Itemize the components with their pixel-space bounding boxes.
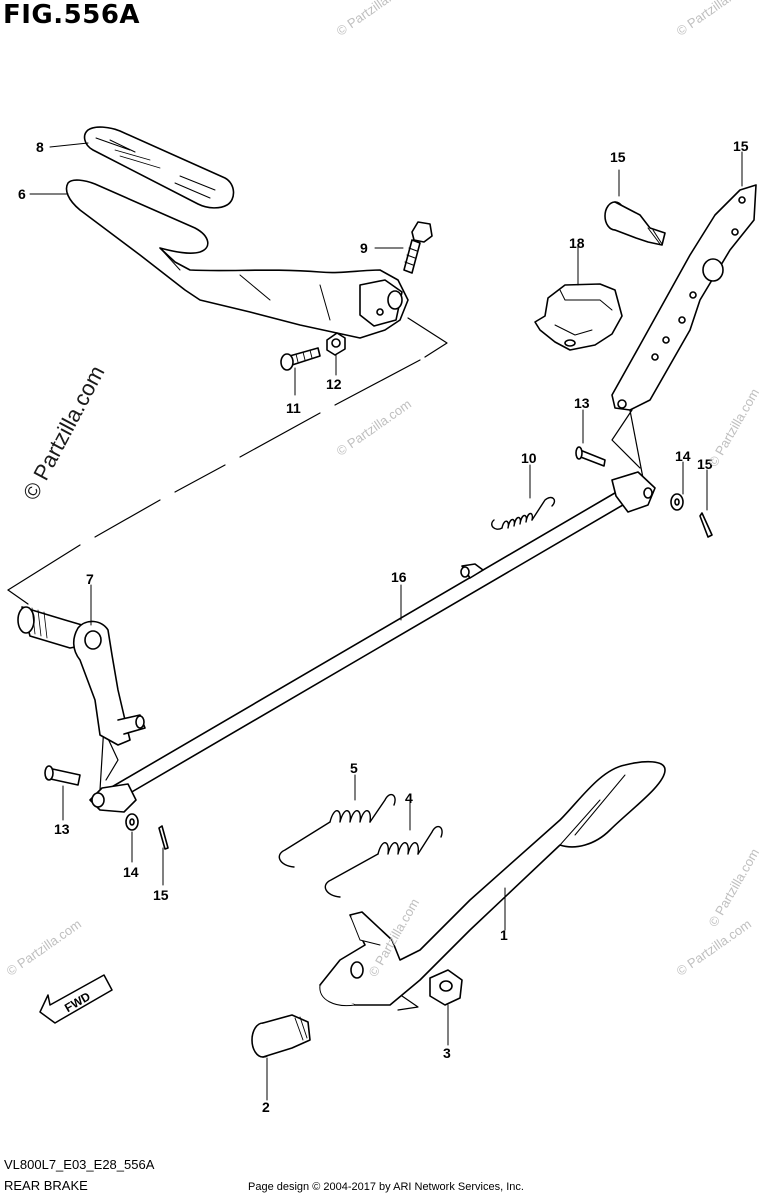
brake-rod: [89, 471, 656, 813]
callout-4: 4: [405, 790, 413, 806]
forward-arrow: [39, 974, 113, 1024]
callout-6: 6: [18, 186, 26, 202]
callout-12: 12: [326, 376, 342, 392]
callout-18: 15: [610, 149, 626, 165]
assembly-guide-lines: [7, 317, 644, 1011]
brake-pedal-arm: [65, 179, 409, 339]
washer-left: [125, 813, 139, 831]
return-spring-5: [278, 793, 396, 868]
figure-title: FIG.556A: [3, 0, 141, 30]
return-spring-upper: [491, 496, 556, 530]
clevis-pin-left: [44, 765, 81, 786]
cotter-pin-left: [158, 825, 169, 850]
section-name: REAR BRAKE: [4, 1178, 88, 1193]
callout-19: 18: [569, 235, 585, 251]
brake-pedal-pad: [83, 126, 235, 209]
return-spring-4: [324, 825, 443, 898]
lock-nut: [429, 969, 463, 1006]
model-code: VL800L7_E03_E28_556A: [4, 1157, 155, 1172]
callout-9: 9: [360, 240, 368, 256]
callout-7: 7: [86, 571, 94, 587]
pivot-bolt: [280, 347, 321, 371]
callout-1: 1: [500, 927, 508, 943]
brake-shaft-arm: [17, 606, 146, 746]
callout-13-right: 13: [574, 395, 590, 411]
callout-3: 3: [443, 1045, 451, 1061]
cotter-pin-right: [699, 512, 713, 538]
nut: [326, 332, 346, 356]
callout-10: 10: [521, 450, 537, 466]
callout-8: 8: [36, 139, 44, 155]
callout-16: 16: [391, 569, 407, 585]
callout-15-right: 15: [697, 456, 713, 472]
callout-14-left: 14: [123, 864, 139, 880]
callout-5: 5: [350, 760, 358, 776]
clevis-pin-right: [575, 446, 606, 467]
rear-brake-lever-1: [319, 760, 666, 1007]
clevis-pin: [604, 201, 666, 246]
pivot-bolt-2: [251, 1014, 311, 1058]
callout-11: 11: [286, 400, 301, 416]
callout-2: 2: [262, 1099, 270, 1115]
brake-lever: [611, 184, 757, 411]
bolt: [403, 221, 433, 274]
callout-17: 15: [733, 138, 749, 154]
footer-credit: Page design © 2004-2017 by ARI Network S…: [248, 1181, 524, 1193]
boot-cover: [534, 283, 623, 351]
callout-leaders: [29, 142, 743, 1101]
callout-13-left: 13: [54, 821, 70, 837]
callout-14-right: 14: [675, 448, 691, 464]
washer-right: [670, 493, 684, 511]
callout-15-left: 15: [153, 887, 169, 903]
